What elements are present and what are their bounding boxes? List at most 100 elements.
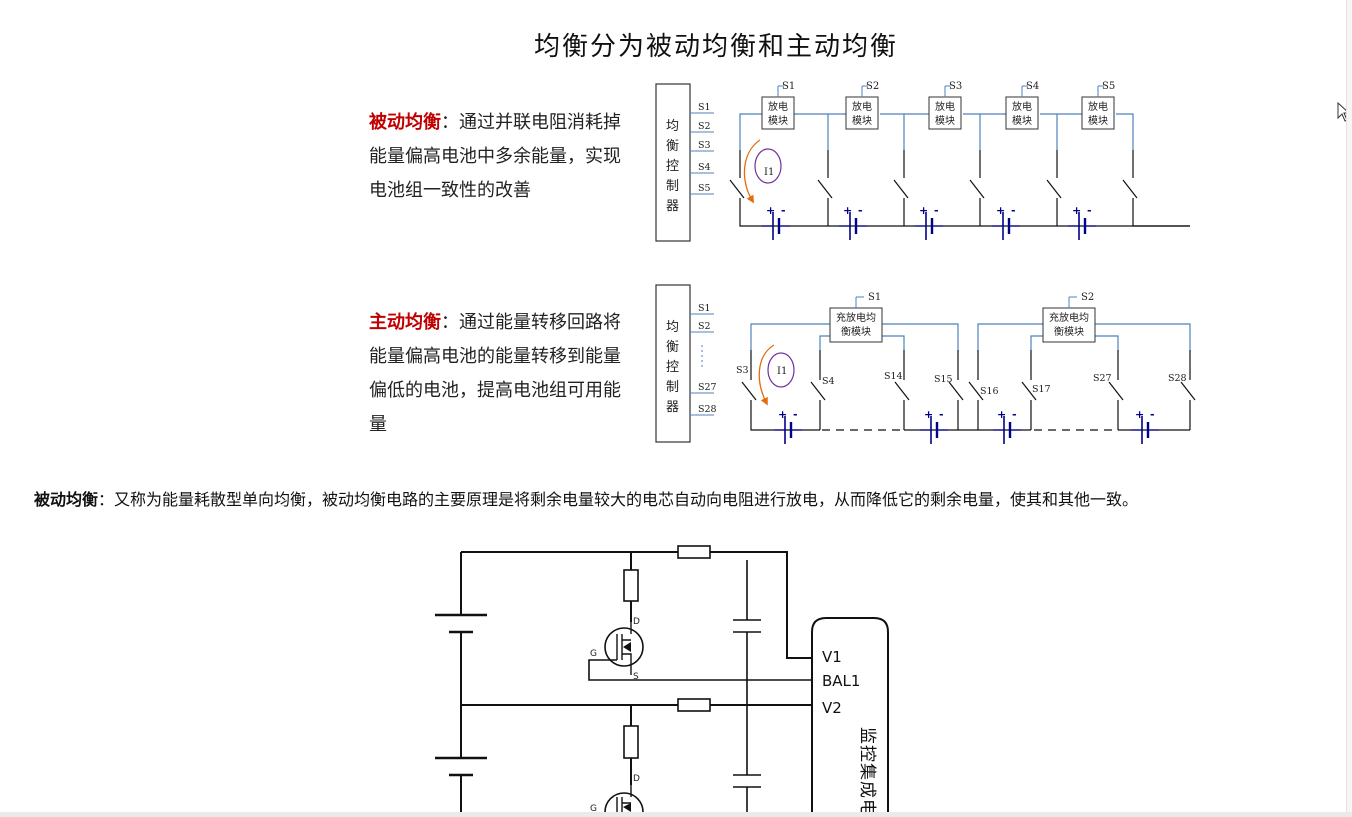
mosfet-arrows <box>623 642 631 812</box>
switch-label: S14 <box>884 371 903 382</box>
svg-text:放电: 放电 <box>1088 100 1108 113</box>
battery-cell: +- <box>1068 204 1096 240</box>
svg-text:均: 均 <box>666 119 679 134</box>
svg-text:模块: 模块 <box>1012 115 1032 127</box>
svg-text:控: 控 <box>666 360 679 375</box>
active-switches <box>741 350 1196 431</box>
chip-label-char: 控 <box>857 745 877 762</box>
svg-text:+: + <box>997 408 1006 421</box>
chip-label-char: 电 <box>857 799 877 816</box>
battery-cell: +- <box>992 204 1020 240</box>
module-switch-label: S2 <box>1081 292 1094 303</box>
active-current-label: I1 <box>777 366 787 377</box>
mosfet-pin-label: S <box>633 672 639 682</box>
scrollbar-track[interactable] <box>1346 0 1352 812</box>
module-switch-label: S1 <box>868 292 881 303</box>
active-keyword: 主动均衡 <box>369 312 441 333</box>
module-switch-label: S4 <box>1026 81 1039 92</box>
svg-text:模块: 模块 <box>768 115 788 127</box>
switch-label: S27 <box>1093 373 1112 384</box>
monitor-ic <box>811 617 889 812</box>
svg-text:-: - <box>1011 204 1016 217</box>
battery-cell: +- <box>915 204 943 240</box>
chip-pin-label: BAL1 <box>822 672 860 690</box>
battery-cell: +- <box>993 408 1021 444</box>
switch-label: S16 <box>980 386 999 397</box>
slide-title: 均衡分为被动均衡和主动均衡 <box>533 32 898 62</box>
svg-text:模块: 模块 <box>935 115 955 127</box>
passive-current-loop <box>754 148 782 184</box>
top-resistor <box>677 545 711 559</box>
paragraph-text: ：又称为能量耗散型单向均衡，被动均衡电路的主要原理是将剩余电量较大的电芯自动向电… <box>98 490 1139 509</box>
svg-text:控: 控 <box>666 159 679 174</box>
svg-text:均: 均 <box>666 320 679 335</box>
switch-label: S15 <box>934 374 953 385</box>
svg-text:衡: 衡 <box>666 340 679 355</box>
svg-text:+: + <box>778 408 787 421</box>
active-description: 主动均衡：通过能量转移回路将能量偏高电池的能量转移到能量偏低的电池，提高电池组可… <box>369 306 631 442</box>
svg-text:器: 器 <box>666 400 679 415</box>
svg-text:充放电均: 充放电均 <box>1049 311 1089 324</box>
switch-label: S17 <box>1032 384 1051 395</box>
bottom-edge <box>0 812 1352 817</box>
svg-text:制: 制 <box>666 179 679 194</box>
passive-controller-box <box>655 83 691 242</box>
mosfet-pin-label: G <box>590 804 597 814</box>
svg-text:放电: 放电 <box>852 100 872 113</box>
svg-text:充放电均: 充放电均 <box>836 311 876 324</box>
svg-text:+: + <box>924 408 933 421</box>
svg-text:衡模块: 衡模块 <box>841 326 871 338</box>
svg-text:模块: 模块 <box>1088 115 1108 127</box>
svg-text:+: + <box>843 204 852 217</box>
active-wires-blue <box>750 323 1191 350</box>
svg-text:器: 器 <box>666 199 679 214</box>
svg-text:-: - <box>1012 408 1017 421</box>
svg-text:-: - <box>858 204 863 217</box>
active-current-arrow <box>758 344 775 406</box>
svg-text:放电: 放电 <box>935 100 955 113</box>
passive-switches <box>729 150 1190 227</box>
chip-label-char: 监 <box>857 727 877 744</box>
svg-text:放电: 放电 <box>1012 100 1032 113</box>
port-label: S5 <box>698 183 711 194</box>
port-label: S4 <box>698 162 711 173</box>
svg-text:+: + <box>1072 204 1081 217</box>
port-label: S1 <box>698 102 711 113</box>
switch-label: S3 <box>736 365 749 376</box>
svg-text:-: - <box>793 408 798 421</box>
port-label: S1 <box>698 303 711 314</box>
mid-resistor <box>677 698 711 712</box>
passive-paragraph: 被动均衡：又称为能量耗散型单向均衡，被动均衡电路的主要原理是将剩余电量较大的电芯… <box>34 488 1334 511</box>
svg-text:衡模块: 衡模块 <box>1054 326 1084 338</box>
svg-text:-: - <box>1150 408 1155 421</box>
chip-label-char: 集 <box>857 763 877 780</box>
active-current-loop <box>767 352 795 388</box>
upper-bleed-resistor <box>623 569 639 602</box>
port-label: S2 <box>698 121 711 132</box>
battery-cell: +- <box>839 204 867 240</box>
svg-text:模块: 模块 <box>852 115 872 127</box>
module-switch-label: S3 <box>949 81 962 92</box>
battery-cell: +- <box>774 408 802 444</box>
svg-text:+: + <box>1135 408 1144 421</box>
passive-text: ：通过并联电阻消耗掉能量偏高电池中多余能量，实现电池组一致性的改善 <box>369 112 621 201</box>
svg-text:-: - <box>934 204 939 217</box>
svg-text:-: - <box>781 204 786 217</box>
svg-text:-: - <box>939 408 944 421</box>
mosfet-pin-label: D <box>633 774 640 784</box>
lower-bleed-resistor <box>623 725 639 759</box>
module-switch-label: S5 <box>1102 81 1115 92</box>
battery-cell: +- <box>762 204 790 240</box>
passive-current-label: I1 <box>764 167 774 178</box>
svg-text:+: + <box>919 204 928 217</box>
svg-text:放电: 放电 <box>768 100 788 113</box>
